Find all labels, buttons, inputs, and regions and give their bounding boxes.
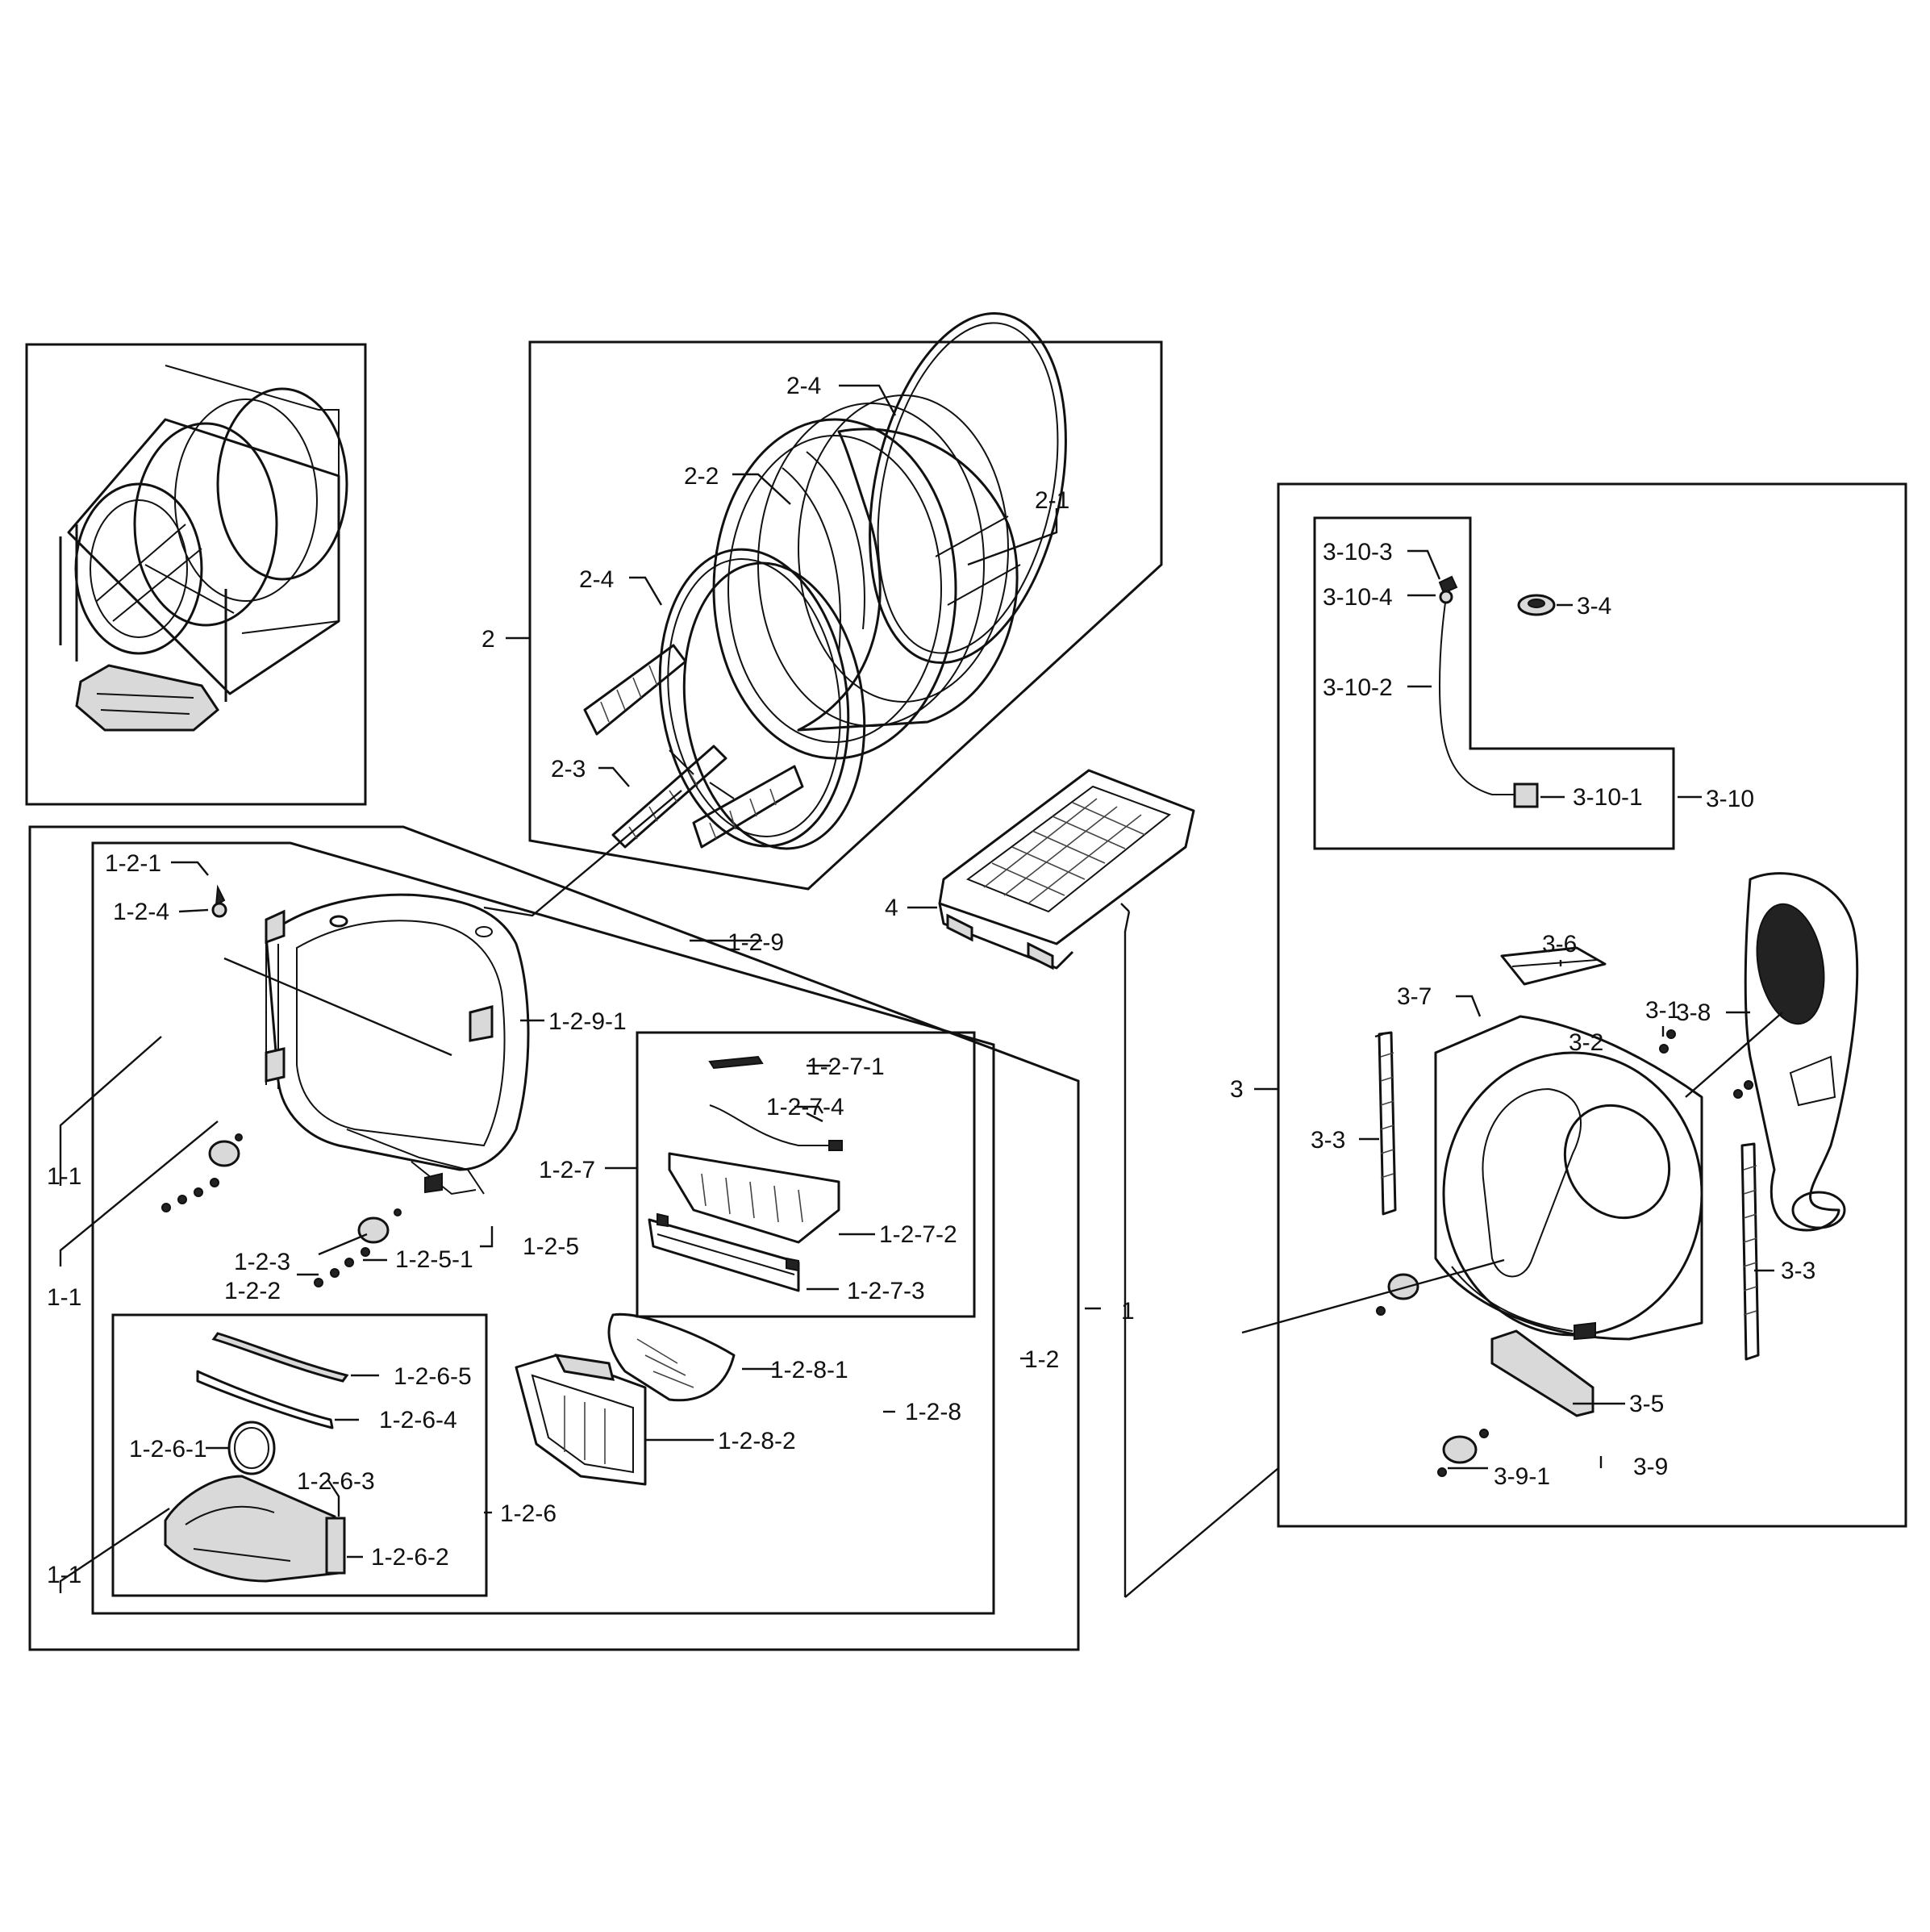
drum-body-2-2 <box>797 428 1019 732</box>
label-2-4-front: 2-4 <box>579 566 614 593</box>
label-1-2-2: 1-2-2 <box>224 1278 281 1304</box>
front-drum-seal-2-4 <box>658 548 850 848</box>
label-3-10-3: 3-10-3 <box>1323 539 1393 565</box>
label-2-4-rear: 2-4 <box>786 373 821 399</box>
label-3-8: 3-8 <box>1676 999 1711 1026</box>
label-1-2-4: 1-2-4 <box>113 899 169 925</box>
callout-labels: 2-4 2-2 2-1 2-4 2 2-3 4 1-2-1 1-2-4 1-2-… <box>47 373 1815 1588</box>
label-3-5: 3-5 <box>1629 1391 1664 1417</box>
label-2-1: 2-1 <box>1035 487 1069 514</box>
label-1-2-8-1: 1-2-8-1 <box>770 1357 848 1383</box>
label-1-2-3: 1-2-3 <box>234 1249 290 1275</box>
label-3-2: 3-2 <box>1569 1029 1603 1056</box>
label-2: 2 <box>481 626 495 653</box>
frame-1-front-assembly <box>28 825 1080 1651</box>
frame-2-drum <box>528 340 1163 891</box>
label-3-9: 3-9 <box>1633 1454 1668 1480</box>
label-3-3-right: 3-3 <box>1781 1258 1815 1284</box>
label-1-1-top: 1-1 <box>47 1163 81 1190</box>
sub-assembly-1-2-8 <box>515 1312 736 1486</box>
frame-1-2-front-panel <box>91 841 995 1615</box>
label-2-2: 2-2 <box>684 463 719 490</box>
label-1-2-6-4: 1-2-6-4 <box>379 1407 457 1433</box>
label-1-1-middle: 1-1 <box>47 1284 81 1311</box>
label-2-3: 2-3 <box>551 756 586 782</box>
sub-assembly-1-2-7 <box>648 1055 843 1292</box>
lifter-c <box>692 765 804 849</box>
label-1-2-7-1: 1-2-7-1 <box>807 1054 885 1080</box>
frame-3-10-harness <box>1313 516 1675 850</box>
label-1-2-9-1: 1-2-9-1 <box>548 1008 627 1035</box>
label-1-2-6-3: 1-2-6-3 <box>297 1468 375 1495</box>
bearing-1-2-5 <box>357 1216 390 1244</box>
lifter-b-2-3 <box>611 745 727 849</box>
label-3-10-1: 3-10-1 <box>1573 784 1643 811</box>
label-1-2-5: 1-2-5 <box>523 1233 579 1260</box>
label-1-2-6: 1-2-6 <box>500 1500 556 1527</box>
label-1-2-7-2: 1-2-7-2 <box>879 1221 957 1248</box>
label-3-6: 3-6 <box>1542 931 1577 958</box>
label-1-1-bottom: 1-1 <box>47 1562 81 1588</box>
label-1-2-8-2: 1-2-8-2 <box>718 1428 796 1454</box>
label-3-9-1: 3-9-1 <box>1494 1463 1550 1490</box>
label-3-3-left: 3-3 <box>1311 1127 1345 1154</box>
label-3-4: 3-4 <box>1577 593 1611 620</box>
sub-assembly-1-2-6 <box>164 1332 349 1583</box>
frame-1-2-6 <box>111 1313 488 1597</box>
overview-assembly-illustration <box>59 365 348 732</box>
lifter-a <box>583 644 687 736</box>
label-3: 3 <box>1230 1076 1244 1103</box>
label-3-10-2: 3-10-2 <box>1323 674 1393 701</box>
drum-assembly-2 <box>583 311 1067 850</box>
label-1-2-6-5: 1-2-6-5 <box>394 1363 472 1390</box>
label-1-2-6-1: 1-2-6-1 <box>129 1436 207 1463</box>
label-1: 1 <box>1121 1298 1135 1325</box>
assembly-frames <box>25 340 1907 1651</box>
front-panel-assembly-1-2 <box>161 884 530 1287</box>
label-1-2-9: 1-2-9 <box>727 929 784 956</box>
frame-1-2-7 <box>636 1031 976 1318</box>
filter-grille-4 <box>938 769 1195 970</box>
label-3-7: 3-7 <box>1397 983 1432 1010</box>
label-1-2-7: 1-2-7 <box>539 1157 595 1183</box>
label-1-2-8: 1-2-8 <box>905 1399 961 1425</box>
label-1-2-5-1: 1-2-5-1 <box>395 1246 473 1273</box>
leader-lines <box>59 384 1783 1598</box>
label-3-1: 3-1 <box>1645 997 1680 1024</box>
frame-3-rear-assembly <box>1277 482 1907 1528</box>
rear-drum-seal-2-4 <box>869 311 1067 665</box>
label-1-2-7-3: 1-2-7-3 <box>847 1278 925 1304</box>
label-1-2-7-4: 1-2-7-4 <box>766 1094 844 1120</box>
label-1-2-1: 1-2-1 <box>105 850 161 877</box>
label-1-2-6-2: 1-2-6-2 <box>371 1544 449 1571</box>
label-4: 4 <box>885 895 898 921</box>
label-1-2: 1-2 <box>1024 1346 1059 1373</box>
overview-frame <box>25 343 367 806</box>
label-3-10-4: 3-10-4 <box>1323 584 1393 611</box>
label-3-10: 3-10 <box>1706 786 1754 812</box>
rear-assembly-3 <box>1376 575 1859 1477</box>
